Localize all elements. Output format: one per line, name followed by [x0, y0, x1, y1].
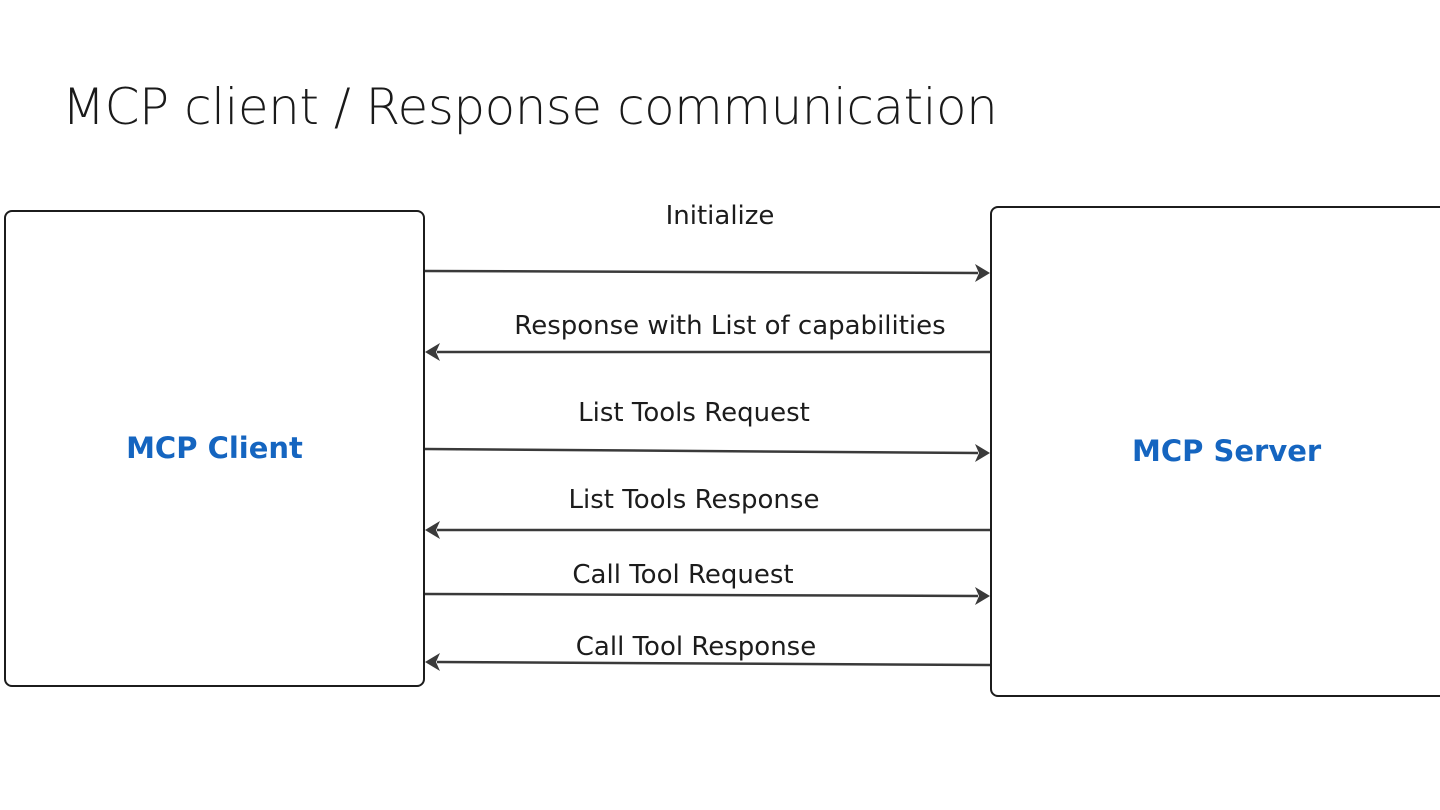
- message-label-initialize: Initialize: [665, 201, 775, 231]
- mcp-client-box: MCP Client: [4, 210, 425, 687]
- message-label-list-tools-request: List Tools Request: [578, 398, 810, 428]
- arrow-line: [436, 660, 991, 667]
- message-label-call-tool-response: Call Tool Response: [575, 632, 817, 662]
- message-arrow: [424, 264, 990, 282]
- message-label-capabilities-response: Response with List of capabilities: [514, 311, 946, 341]
- arrowhead-icon: [425, 521, 440, 539]
- arrowhead-icon: [975, 587, 990, 605]
- mcp-client-label: MCP Client: [126, 430, 303, 465]
- arrow-line: [424, 447, 979, 455]
- message-arrow: [424, 444, 990, 462]
- message-label-list-tools-response: List Tools Response: [568, 485, 820, 515]
- arrowhead-icon: [425, 343, 440, 361]
- mcp-server-label: MCP Server: [1132, 433, 1322, 468]
- slide-title: MCP client / Response communication: [62, 78, 998, 136]
- arrowhead-icon: [425, 653, 440, 671]
- message-label-call-tool-request: Call Tool Request: [572, 560, 794, 590]
- mcp-server-box: MCP Server: [990, 206, 1440, 697]
- message-arrow: [425, 521, 990, 539]
- arrow-line: [424, 592, 979, 598]
- arrowhead-icon: [975, 264, 990, 282]
- arrow-line: [424, 269, 979, 275]
- arrowhead-icon: [975, 444, 990, 462]
- message-arrow: [425, 343, 990, 361]
